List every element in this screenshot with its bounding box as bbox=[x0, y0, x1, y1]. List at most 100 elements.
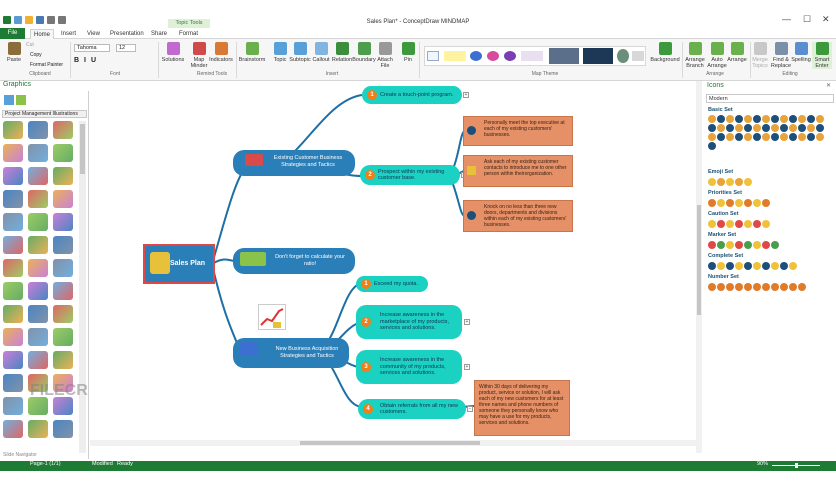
clipart-thumbnail[interactable] bbox=[53, 190, 73, 208]
menu-share[interactable]: Share bbox=[151, 31, 168, 37]
set-icon[interactable] bbox=[789, 124, 797, 132]
set-icon[interactable] bbox=[807, 133, 815, 141]
set-icon[interactable] bbox=[798, 115, 806, 123]
format-painter-button[interactable]: Format Painter bbox=[30, 62, 64, 68]
font-size-select[interactable]: 12 bbox=[116, 44, 136, 52]
merge-topics-button[interactable]: Merge Topics bbox=[751, 42, 769, 69]
clipart-thumbnail[interactable] bbox=[3, 167, 23, 185]
clipart-thumbnail[interactable] bbox=[3, 305, 23, 323]
set-icon[interactable] bbox=[753, 115, 761, 123]
relation-button[interactable]: Relation bbox=[331, 42, 353, 63]
set-icon[interactable] bbox=[771, 133, 779, 141]
clipart-thumbnail[interactable] bbox=[53, 351, 73, 369]
collapse-icon[interactable]: − bbox=[467, 406, 473, 412]
set-icon[interactable] bbox=[726, 283, 734, 291]
set-icon[interactable] bbox=[726, 124, 734, 132]
indicators-button[interactable]: Indicators bbox=[209, 42, 233, 63]
clipart-thumbnail[interactable] bbox=[28, 121, 48, 139]
font-name-select[interactable]: Tahoma bbox=[74, 44, 110, 52]
set-icon[interactable] bbox=[726, 115, 734, 123]
clipart-thumbnail[interactable] bbox=[28, 420, 48, 438]
set-icon[interactable] bbox=[807, 115, 815, 123]
clipart-thumbnail[interactable] bbox=[53, 167, 73, 185]
set-icon[interactable] bbox=[735, 115, 743, 123]
pin-button[interactable]: Pin bbox=[400, 42, 416, 63]
set-icon[interactable] bbox=[789, 283, 797, 291]
set-icon[interactable] bbox=[744, 283, 752, 291]
horizontal-scroll-thumb[interactable] bbox=[300, 441, 480, 445]
auto-arrange-button[interactable]: Auto Arrange bbox=[706, 42, 728, 69]
set-icon[interactable] bbox=[708, 115, 716, 123]
set-icon[interactable] bbox=[789, 133, 797, 141]
set-icon[interactable] bbox=[771, 262, 779, 270]
set-icon[interactable] bbox=[744, 178, 752, 186]
library-icon[interactable] bbox=[4, 95, 14, 105]
expand-icon[interactable]: + bbox=[464, 364, 470, 370]
clipart-thumbnail[interactable] bbox=[3, 190, 23, 208]
set-icon[interactable] bbox=[762, 124, 770, 132]
clipart-thumbnail[interactable] bbox=[28, 190, 48, 208]
clipart-thumbnail[interactable] bbox=[53, 420, 73, 438]
set-icon[interactable] bbox=[762, 115, 770, 123]
set-icon[interactable] bbox=[735, 199, 743, 207]
set-icon[interactable] bbox=[753, 124, 761, 132]
set-icon[interactable] bbox=[717, 124, 725, 132]
arrange-branch-button[interactable]: Arrange Branch bbox=[684, 42, 706, 69]
clipart-thumbnail[interactable] bbox=[3, 328, 23, 346]
clipart-thumbnail[interactable] bbox=[28, 236, 48, 254]
note-referrals[interactable]: Within 30 days of delivering my product,… bbox=[474, 380, 570, 436]
menu-file[interactable]: File bbox=[0, 28, 25, 39]
set-icon[interactable] bbox=[708, 133, 716, 141]
set-icon[interactable] bbox=[744, 220, 752, 228]
menu-insert[interactable]: Insert bbox=[61, 31, 77, 37]
set-icon[interactable] bbox=[735, 220, 743, 228]
clipart-thumbnail[interactable] bbox=[3, 259, 23, 277]
menu-format[interactable]: Format bbox=[179, 31, 199, 37]
clipart-thumbnail[interactable] bbox=[3, 420, 23, 438]
copy-button[interactable]: Copy bbox=[30, 52, 42, 58]
brainstorm-button[interactable]: Brainstorm bbox=[238, 42, 266, 63]
set-icon[interactable] bbox=[708, 124, 716, 132]
clipart-thumbnail[interactable] bbox=[53, 236, 73, 254]
menu-presentation[interactable]: Presentation bbox=[110, 31, 144, 37]
set-icon[interactable] bbox=[771, 115, 779, 123]
menu-view[interactable]: View bbox=[87, 31, 100, 37]
clipart-thumbnail[interactable] bbox=[28, 213, 48, 231]
save-icon[interactable] bbox=[36, 16, 44, 24]
attach-file-button[interactable]: Attach File bbox=[376, 42, 394, 69]
set-icon[interactable] bbox=[762, 199, 770, 207]
clipart-thumbnail[interactable] bbox=[53, 328, 73, 346]
theme-thumb[interactable] bbox=[617, 49, 629, 63]
category-select[interactable]: Project Management Illustrations bbox=[2, 110, 87, 118]
clipart-thumbnail[interactable] bbox=[53, 374, 73, 392]
redo-icon[interactable] bbox=[58, 16, 66, 24]
set-icon[interactable] bbox=[735, 283, 743, 291]
clipart-thumbnail[interactable] bbox=[53, 282, 73, 300]
map-minder-button[interactable]: Map Minder bbox=[187, 42, 211, 69]
set-icon[interactable] bbox=[762, 283, 770, 291]
topic-button[interactable]: Topic bbox=[270, 42, 290, 63]
set-icon[interactable] bbox=[708, 220, 716, 228]
clipart-thumbnail[interactable] bbox=[28, 144, 48, 162]
theme-thumb[interactable] bbox=[470, 51, 482, 61]
set-icon[interactable] bbox=[708, 262, 716, 270]
boundary-button[interactable]: Boundary bbox=[352, 42, 376, 63]
find-replace-button[interactable]: Find & Replace bbox=[770, 42, 792, 69]
clipart-thumbnail[interactable] bbox=[28, 328, 48, 346]
set-icon[interactable] bbox=[753, 283, 761, 291]
set-icon[interactable] bbox=[798, 124, 806, 132]
paste-button[interactable]: Paste bbox=[4, 42, 24, 63]
clipart-thumbnail[interactable] bbox=[53, 213, 73, 231]
set-icon[interactable] bbox=[726, 199, 734, 207]
set-icon[interactable] bbox=[744, 133, 752, 141]
expand-icon[interactable]: + bbox=[463, 92, 469, 98]
clipart-thumbnail[interactable] bbox=[28, 305, 48, 323]
set-icon[interactable] bbox=[771, 124, 779, 132]
maximize-icon[interactable]: ☐ bbox=[803, 14, 812, 24]
cut-button[interactable]: Cut bbox=[26, 42, 34, 48]
close-panel-icon[interactable]: ✕ bbox=[826, 83, 832, 89]
set-icon[interactable] bbox=[735, 133, 743, 141]
